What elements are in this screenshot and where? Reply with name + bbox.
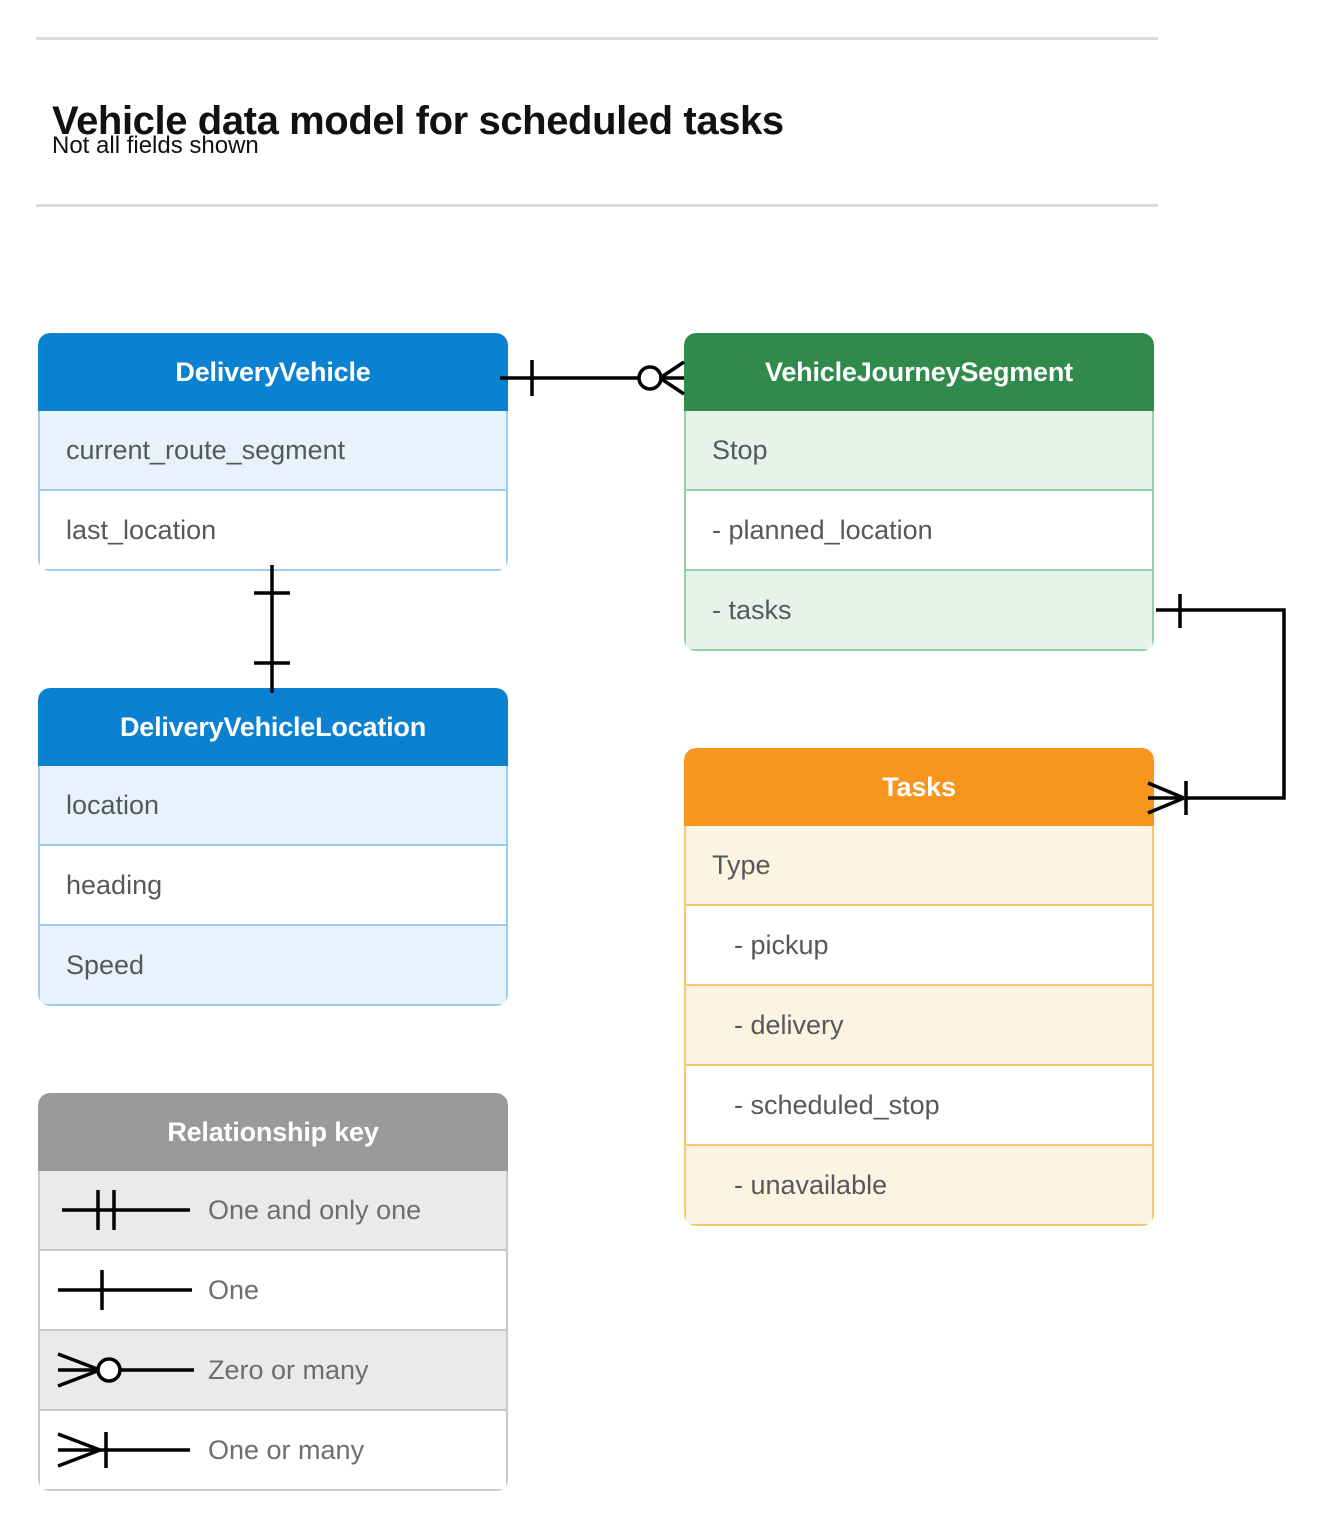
page-title: Vehicle data model for scheduled tasks (52, 98, 784, 143)
entity-row: Speed (38, 926, 508, 1006)
header-divider-top (36, 37, 1158, 40)
entity-row: - planned_location (684, 491, 1154, 571)
entity-row: last_location (38, 491, 508, 571)
entity-header-vehicle-journey-segment: VehicleJourneySegment (684, 333, 1154, 411)
legend-header: Relationship key (38, 1093, 508, 1171)
legend-item-label: One or many (208, 1434, 365, 1465)
entity-field-label: last_location (66, 514, 217, 545)
page-subtitle: Not all fields shown (52, 132, 259, 159)
entity-vehicle-journey-segment: VehicleJourneySegment Stop - planned_loc… (684, 333, 1154, 651)
entity-field-label: - tasks (712, 594, 792, 625)
entity-row: - tasks (684, 571, 1154, 651)
entity-delivery-vehicle: DeliveryVehicle current_route_segment la… (38, 333, 508, 571)
legend-item: One (38, 1251, 508, 1331)
entity-row: - delivery (684, 986, 1154, 1066)
one-or-many-icon (40, 1411, 200, 1489)
legend-item: Zero or many (38, 1331, 508, 1411)
entity-field-label: heading (66, 869, 163, 900)
relationship-delivery-vehicle-to-journey-segment (500, 340, 700, 420)
entity-tasks: Tasks Type - pickup - delivery - schedul… (684, 748, 1154, 1226)
entity-row: Type (684, 826, 1154, 906)
entity-header-tasks: Tasks (684, 748, 1154, 826)
entity-row: - scheduled_stop (684, 1066, 1154, 1146)
header-divider-bottom (36, 204, 1158, 207)
one-and-only-one-icon (40, 1171, 200, 1249)
entity-field-label: Speed (66, 949, 145, 980)
legend-item-label: Zero or many (208, 1354, 369, 1385)
entity-field-label: - planned_location (712, 514, 933, 545)
entity-header-delivery-vehicle: DeliveryVehicle (38, 333, 508, 411)
legend-item-label: One (208, 1274, 260, 1305)
entity-field-label: Type (712, 849, 771, 880)
legend-item-label: One and only one (208, 1194, 422, 1225)
entity-field-label: location (66, 789, 160, 820)
entity-field-label: - delivery (734, 1009, 844, 1040)
one-icon (40, 1251, 200, 1329)
entity-row: current_route_segment (38, 411, 508, 491)
entity-header-delivery-vehicle-location: DeliveryVehicleLocation (38, 688, 508, 766)
relationship-key-legend: Relationship key One and only one One (38, 1093, 508, 1491)
zero-or-many-icon (40, 1331, 200, 1409)
relationship-journey-segment-tasks-to-tasks (1140, 580, 1320, 830)
entity-delivery-vehicle-location: DeliveryVehicleLocation location heading… (38, 688, 508, 1006)
entity-field-label: current_route_segment (66, 434, 346, 465)
entity-row: Stop (684, 411, 1154, 491)
legend-item: One and only one (38, 1171, 508, 1251)
entity-field-label: - scheduled_stop (734, 1089, 940, 1120)
entity-row: heading (38, 846, 508, 926)
entity-field-label: - unavailable (734, 1169, 888, 1200)
entity-row: - unavailable (684, 1146, 1154, 1226)
entity-row: - pickup (684, 906, 1154, 986)
entity-row: location (38, 766, 508, 846)
entity-field-label: - pickup (734, 929, 829, 960)
entity-field-label: Stop (712, 434, 768, 465)
legend-item: One or many (38, 1411, 508, 1491)
relationship-delivery-vehicle-to-location (230, 565, 320, 695)
